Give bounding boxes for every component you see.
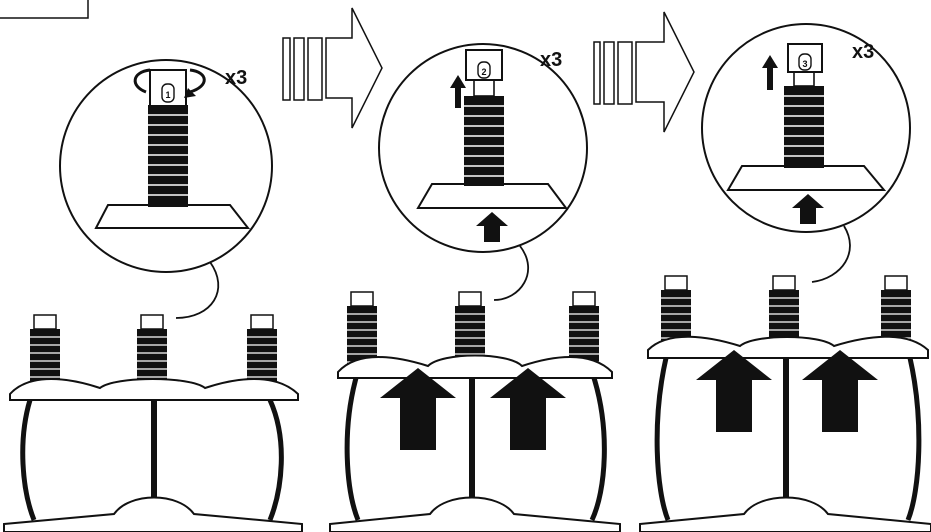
- step-number: 3: [802, 59, 807, 69]
- stand-assembly: [639, 275, 931, 532]
- progress-arrow-icon: [282, 7, 383, 129]
- up-arrow-icon: [450, 75, 466, 108]
- stand-assembly: [3, 314, 303, 532]
- up-arrow-icon: [762, 55, 778, 90]
- stand-assembly: [329, 291, 621, 532]
- callout-tail: [175, 261, 220, 319]
- callout-tail: [811, 225, 851, 283]
- step-panel-3: 3 x3: [639, 23, 931, 532]
- repeat-label: x3: [852, 41, 874, 63]
- rotate-arrow-icon: [133, 68, 206, 98]
- up-arrow-icon: [792, 194, 824, 224]
- callout-tail: [493, 245, 530, 301]
- step-panel-1: 1 x3: [3, 59, 303, 532]
- up-arrow-icon: [476, 212, 508, 242]
- repeat-label: x3: [225, 67, 247, 89]
- header-frame: [0, 0, 89, 19]
- repeat-label: x3: [540, 49, 562, 71]
- progress-arrow-icon: [593, 11, 695, 133]
- step-number: 1: [165, 90, 170, 100]
- step-panel-2: 2 x3: [329, 43, 621, 532]
- step-number: 2: [481, 67, 486, 77]
